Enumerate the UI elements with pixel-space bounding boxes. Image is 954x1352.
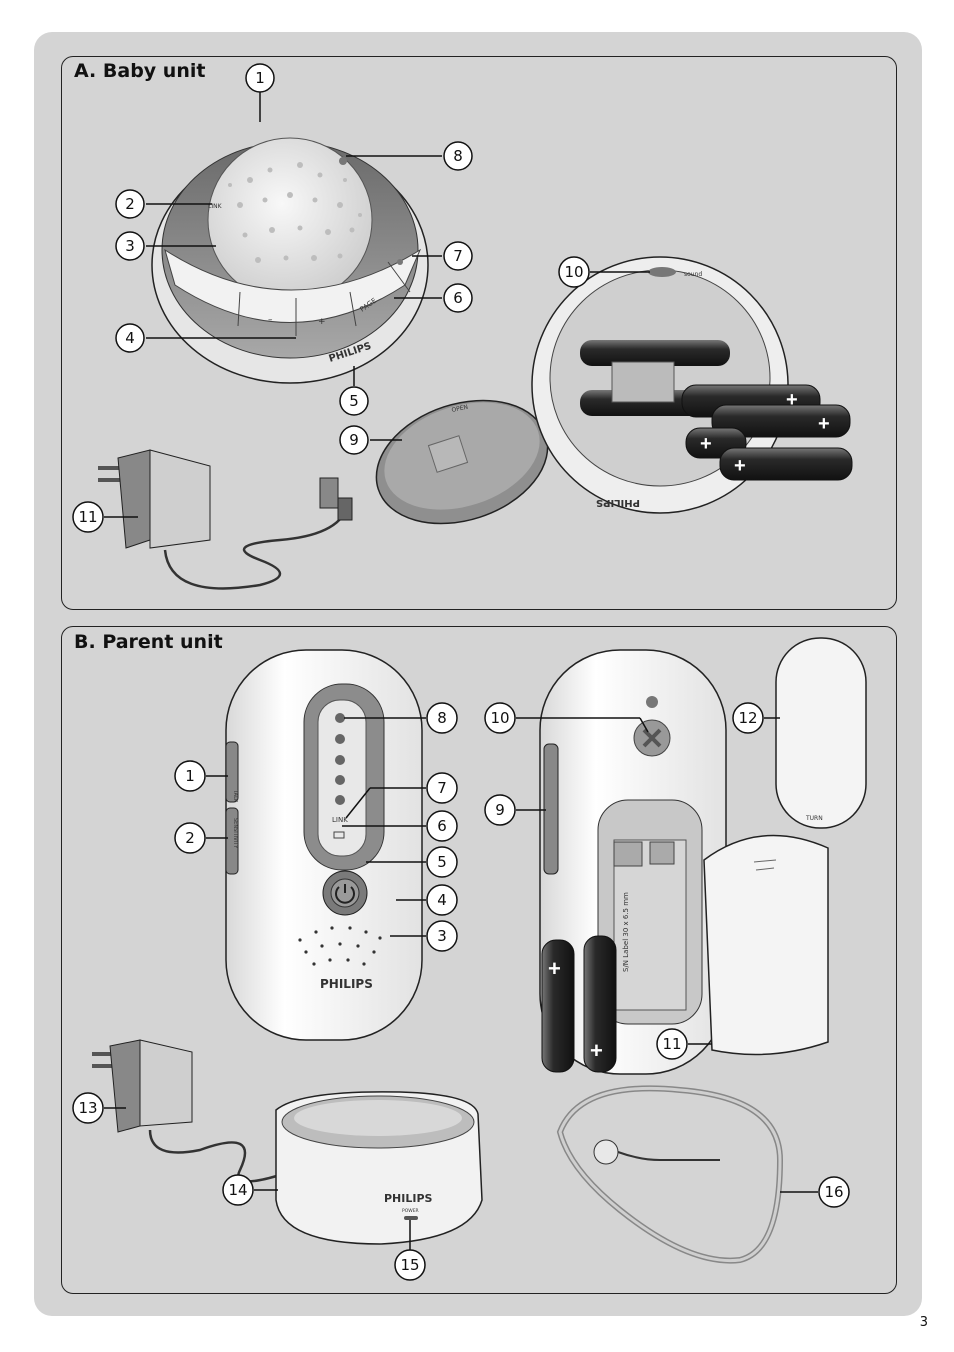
callout-b-8: 8 [426,702,458,734]
link-led-label: LINK [332,816,348,824]
svg-text:16: 16 [824,1183,843,1201]
callout-a-2: 2 [115,189,145,219]
battery-plus-3: + [700,433,712,455]
plus-button-label: + [318,317,326,327]
callout-b-5: 5 [426,846,458,878]
callout-b-16: 16 [818,1176,850,1208]
callout-a-4: 4 [115,323,145,353]
callout-b-14: 14 [222,1174,254,1206]
svg-text:6: 6 [437,817,447,835]
callout-a-8: 8 [443,141,473,171]
parent-brand-logo: PHILIPS [320,977,373,991]
callout-a-5: 5 [339,386,369,416]
svg-text:2: 2 [185,829,195,847]
svg-text:12: 12 [738,709,757,727]
svg-text:15: 15 [400,1256,419,1274]
callout-b-6: 6 [426,810,458,842]
svg-text:1: 1 [185,767,195,785]
svg-text:8: 8 [437,709,447,727]
link-label: LINK [208,203,223,210]
callout-a-6: 6 [443,283,473,313]
svg-text:5: 5 [437,853,447,871]
aaa-batteries: + + [541,935,617,1073]
callout-a-7: 7 [443,241,473,271]
baby-unit-stand: OPEN [375,399,549,525]
battery-plus-2: + [818,413,830,435]
baby-unit: – + PAGE LINK PHILIPS [151,137,429,384]
turn-label: TURN [805,815,823,822]
svg-text:11: 11 [78,508,97,526]
parent-unit-back: S/N Label 30 x 6.5 mm [539,649,727,1075]
charger-cradle: PHILIPS POWER [275,1091,483,1245]
callout-a-11: 11 [72,501,104,533]
callout-b-10: 10 [484,702,516,734]
callout-a-10: 10 [558,256,590,288]
callout-a-1: 1 [245,63,275,93]
neck-cord [556,1085,784,1264]
battery-plus-1: + [786,389,798,411]
sensitivity-label: SENSITIVITY [232,818,238,849]
page-number: 3 [919,1315,928,1330]
callout-a-3: 3 [115,231,145,261]
svg-text:14: 14 [228,1181,247,1199]
charger-brand-logo: PHILIPS [384,1192,433,1205]
callout-b-2: 2 [174,822,206,854]
aa-batteries: + + + + [681,384,853,481]
panel-a-title: A. Baby unit [74,60,206,82]
open-label: OPEN [451,404,469,414]
callout-b-9: 9 [484,794,516,826]
aaa-plus-1: + [548,956,561,981]
svg-text:3: 3 [125,237,135,255]
svg-text:10: 10 [564,263,583,281]
svg-text:7: 7 [453,247,463,265]
sn-label: S/N Label 30 x 6.5 mm [622,892,630,972]
svg-text:4: 4 [437,891,447,909]
svg-text:5: 5 [349,392,359,410]
svg-text:9: 9 [349,431,359,449]
svg-text:4: 4 [125,329,135,347]
power-label: POWER [402,1208,419,1214]
belt-clip: TURN [775,637,867,829]
callout-b-4: 4 [426,884,458,916]
minus-button-label: – [268,315,273,325]
panel-parent-unit [61,626,897,1294]
callout-b-15: 15 [394,1249,426,1281]
callout-b-1: 1 [174,760,206,792]
svg-text:1: 1 [255,69,265,87]
svg-text:13: 13 [78,1099,97,1117]
callout-b-12: 12 [732,702,764,734]
power-adapter-a [98,449,353,590]
svg-text:8: 8 [453,147,463,165]
parent-unit-front: LINK PHILIPS TALK SENSITIVITY [225,649,423,1041]
svg-text:6: 6 [453,289,463,307]
aaa-plus-2: + [590,1038,603,1063]
callouts-a: 1 2 3 4 5 6 7 8 9 10 11 [72,63,650,533]
svg-text:11: 11 [662,1035,681,1053]
svg-text:7: 7 [437,779,447,797]
callout-b-11: 11 [656,1028,688,1060]
panel-baby-unit [61,56,897,610]
svg-text:9: 9 [495,801,505,819]
talk-label: TALK [232,789,238,803]
svg-text:2: 2 [125,195,135,213]
callout-b-13: 13 [72,1092,104,1124]
battery-plus-4: + [734,455,746,477]
svg-text:3: 3 [437,927,447,945]
svg-text:10: 10 [490,709,509,727]
power-adapter-b [92,1039,281,1183]
callouts-b: 1 2 3 4 5 6 7 8 9 10 11 12 13 14 15 16 [72,702,850,1281]
battery-door [703,834,829,1056]
sound-label: sound [684,271,702,278]
callout-a-9: 9 [339,425,369,455]
callout-b-7: 7 [426,772,458,804]
callout-b-3: 3 [426,920,458,952]
back-brand-logo: PHILIPS [596,497,640,508]
panel-b-title: B. Parent unit [74,631,223,653]
